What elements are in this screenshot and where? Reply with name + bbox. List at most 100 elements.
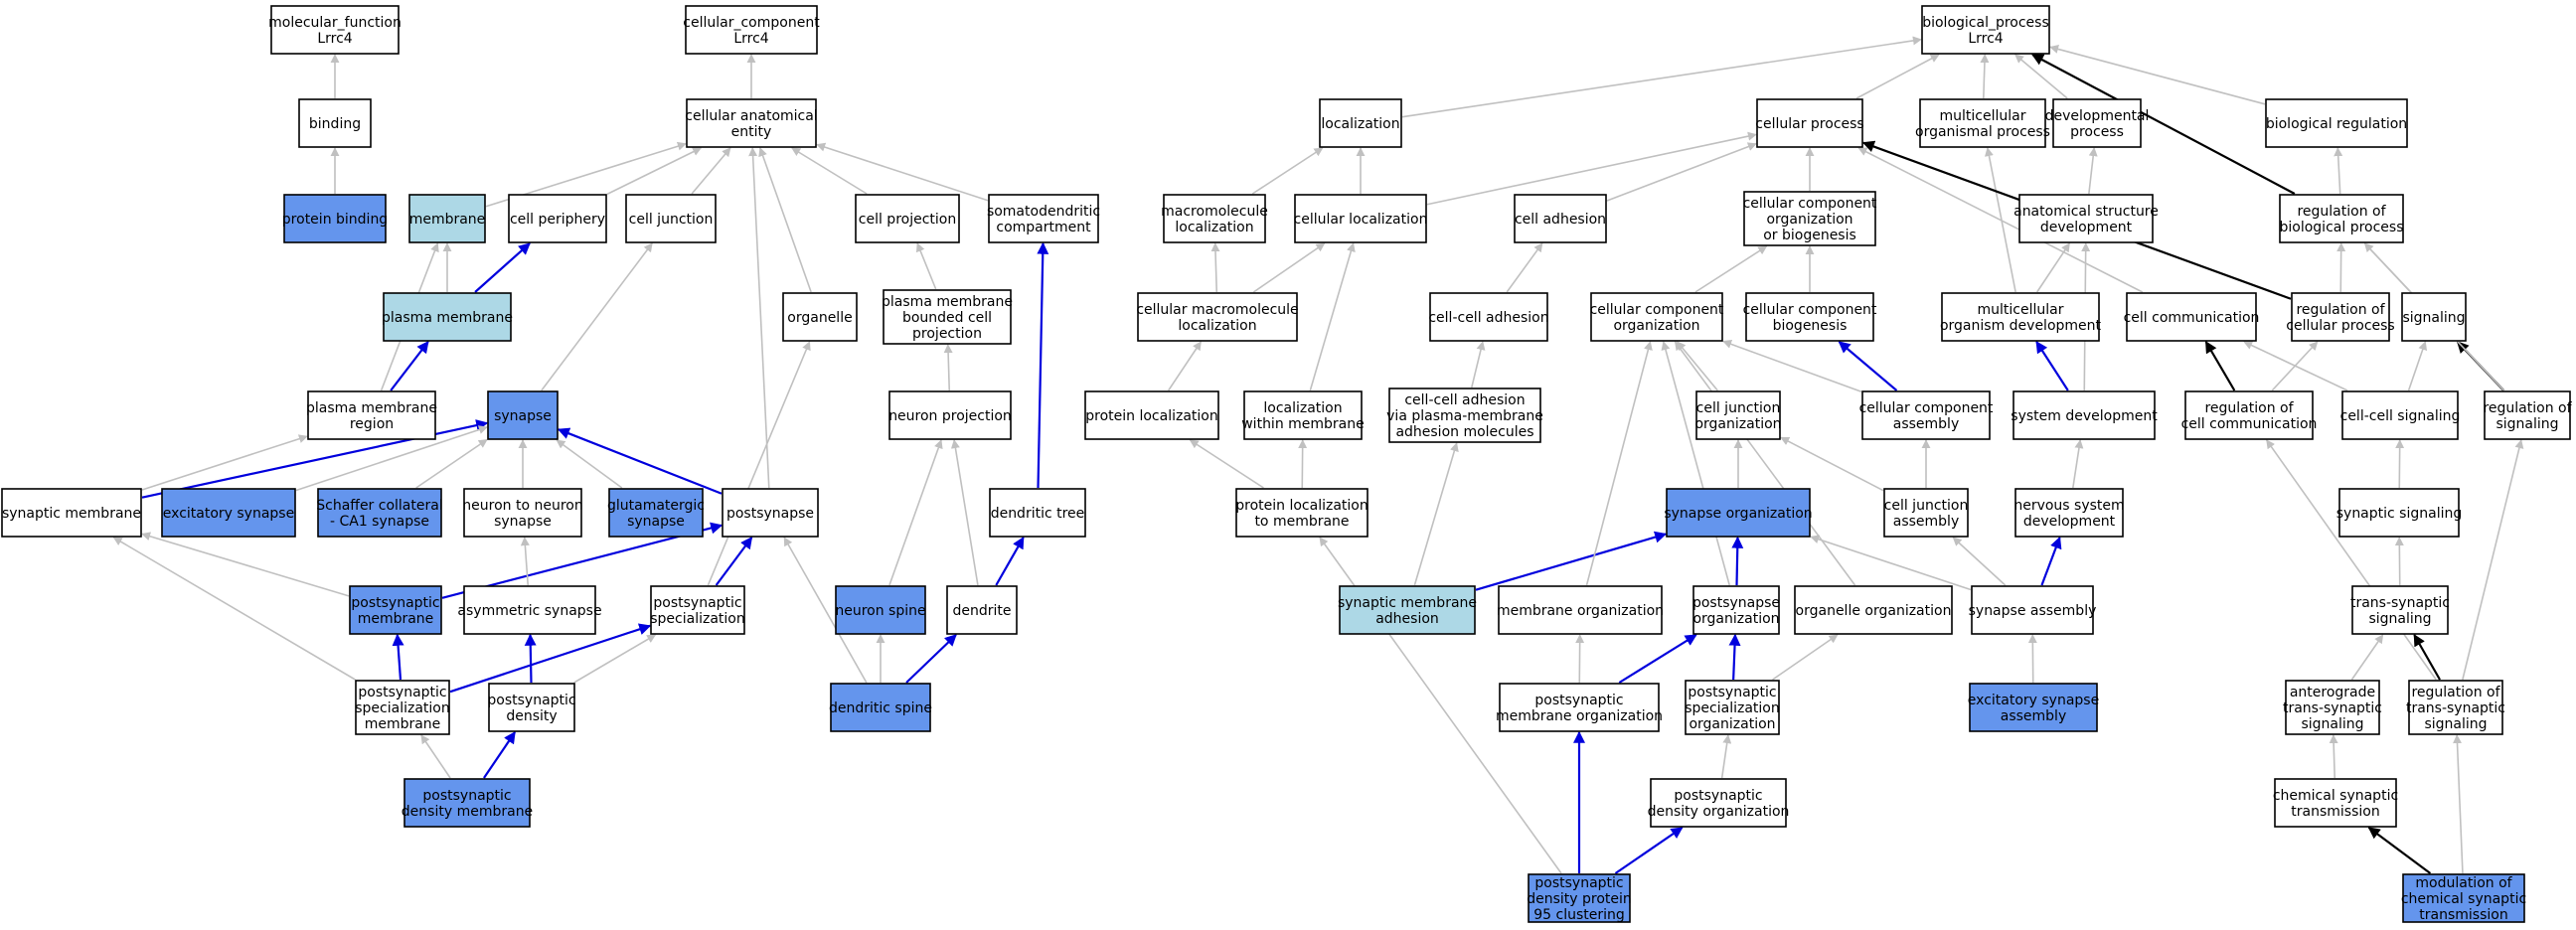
go-term-node-excitatory-synapse[interactable]: excitatory synapse bbox=[161, 488, 296, 538]
go-term-node-signaling[interactable]: signaling bbox=[2401, 292, 2467, 342]
node-label: cell communication bbox=[2181, 416, 2318, 432]
go-term-node-protein-loc[interactable]: protein localization bbox=[1084, 390, 1219, 440]
node-label: biogenesis bbox=[1773, 318, 1848, 334]
go-term-node-neuron-projection[interactable]: neuron projection bbox=[888, 390, 1012, 440]
go-term-node-membrane-org[interactable]: membrane organization bbox=[1497, 585, 1664, 635]
edge-macro_loc-to-localization bbox=[1251, 147, 1324, 195]
node-box bbox=[686, 98, 817, 148]
go-term-node-system-dev[interactable]: system development bbox=[2011, 390, 2158, 440]
go-term-node-cc-signaling[interactable]: cell-cell signaling bbox=[2340, 390, 2461, 440]
node-label: protein binding bbox=[282, 212, 388, 228]
go-term-node-plasma-membrane[interactable]: plasma membrane bbox=[382, 292, 513, 342]
node-box bbox=[408, 194, 486, 243]
go-term-node-schaffer[interactable]: Schaffer collateral- CA1 synapse bbox=[316, 488, 443, 538]
edge-multicell_dev-to-anat_dev bbox=[2036, 242, 2070, 293]
go-term-node-organelle[interactable]: organelle bbox=[782, 292, 858, 342]
go-term-node-bio-reg[interactable]: biological regulation bbox=[2265, 98, 2408, 148]
node-label: signaling bbox=[2368, 611, 2431, 627]
go-term-node-asym-synapse[interactable]: asymmetric synapse bbox=[457, 585, 602, 635]
edge-syn_assembly-to-synapse_org bbox=[1810, 535, 1972, 591]
go-term-node-cell-junction[interactable]: cell junction bbox=[625, 194, 717, 243]
node-label: cell-cell signaling bbox=[2340, 408, 2461, 424]
go-term-node-binding[interactable]: binding bbox=[298, 98, 372, 148]
go-term-node-dendritic-spine[interactable]: dendritic spine bbox=[829, 683, 932, 732]
node-label: protein localization bbox=[1235, 498, 1368, 514]
go-term-node-organelle-org[interactable]: organelle organization bbox=[1794, 585, 1953, 635]
go-term-node-localization[interactable]: localization bbox=[1319, 98, 1402, 148]
node-label: organization bbox=[1689, 716, 1775, 732]
edge-system_dev-to-multicell_dev bbox=[2035, 340, 2069, 391]
go-term-node-membrane[interactable]: membrane bbox=[408, 194, 486, 243]
node-box bbox=[2341, 390, 2459, 440]
go-term-node-syn-signaling[interactable]: synaptic signaling bbox=[2336, 488, 2463, 538]
go-term-node-dendrite[interactable]: dendrite bbox=[946, 585, 1018, 635]
go-term-node-cell-projection[interactable]: cell projection bbox=[855, 194, 960, 243]
go-term-node-synaptic-membrane[interactable]: synaptic membrane bbox=[1, 488, 142, 538]
edge-pm_region-to-plasma_membrane bbox=[390, 341, 429, 391]
go-term-node-synapse[interactable]: synapse bbox=[487, 390, 559, 440]
go-term-node-postsynapse[interactable]: postsynapse bbox=[722, 488, 819, 538]
go-term-node-cell-periphery[interactable]: cell periphery bbox=[508, 194, 607, 243]
edge-reg_trans-to-trans_syn bbox=[2413, 633, 2441, 681]
go-term-node-cell-adhesion[interactable]: cell adhesion bbox=[1514, 194, 1607, 243]
go-term-node-cell-cell-adh[interactable]: cell-cell adhesion bbox=[1428, 292, 1549, 342]
go-term-node-syn-assembly[interactable]: synapse assembly bbox=[1969, 585, 2097, 635]
edge-dendrite-to-neuron_projection bbox=[950, 439, 979, 586]
go-term-node-synapse-org[interactable]: synapse organization bbox=[1664, 488, 1813, 538]
node-box bbox=[650, 585, 745, 635]
go-term-node-neuron-spine[interactable]: neuron spine bbox=[835, 585, 926, 635]
go-term-node-dendritic-tree[interactable]: dendritic tree bbox=[989, 488, 1086, 538]
go-term-node-cell-comm[interactable]: cell communication bbox=[2124, 292, 2260, 342]
node-label: development bbox=[2023, 514, 2116, 530]
go-term-node-cellular-process[interactable]: cellular process bbox=[1755, 98, 1864, 148]
go-term-node-cell-loc[interactable]: cellular localization bbox=[1294, 194, 1428, 243]
go-term-node-protein-binding[interactable]: protein binding bbox=[282, 194, 388, 243]
